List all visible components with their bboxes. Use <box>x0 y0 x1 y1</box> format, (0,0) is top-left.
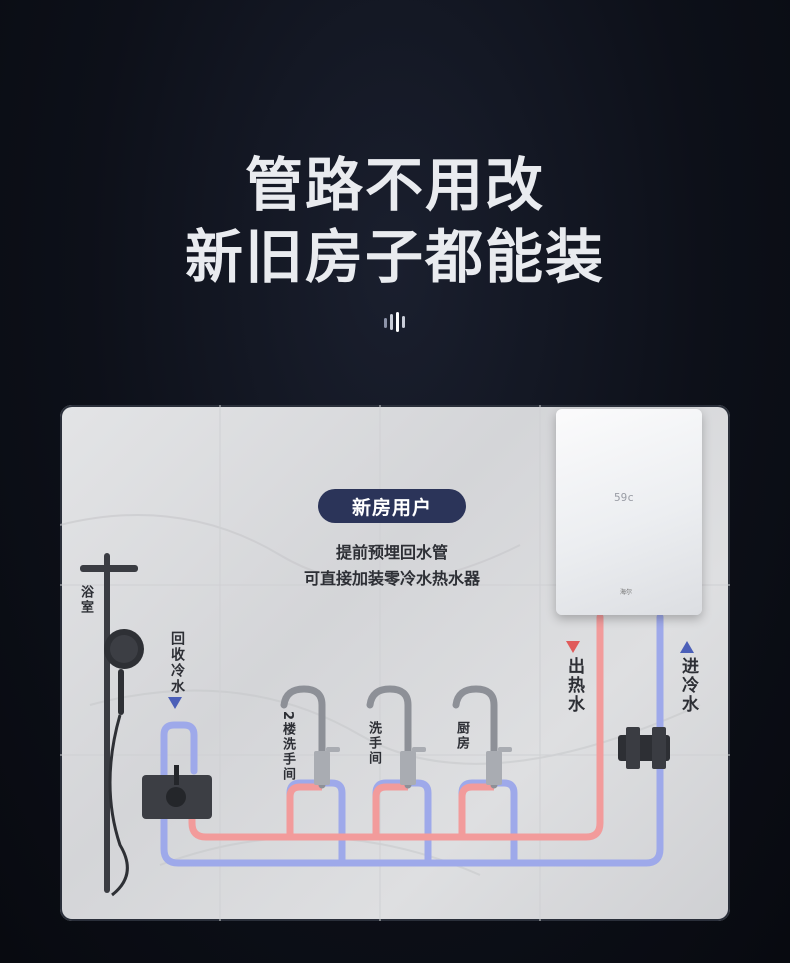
faucet-label-second-floor-washroom: 2楼洗手间 <box>280 711 295 783</box>
hot-water-out-label: 出热水 <box>564 657 584 714</box>
installation-diagram-panel: 59c 海尔 新房用户 提前预埋回水管 可直接加装零冷水热水器 浴室 回收冷水 … <box>60 405 730 921</box>
heater-brand-logo: 海尔 <box>620 589 633 596</box>
sound-wave-icon <box>384 312 405 332</box>
cold-water-in-label: 进冷水 <box>678 657 698 714</box>
description-line-2: 可直接加装零冷水热水器 <box>303 569 480 588</box>
headline-line-1: 管路不用改 <box>244 151 545 219</box>
water-heater: 59c 海尔 <box>556 409 702 615</box>
headline-line-2: 新旧房子都能装 <box>184 223 605 291</box>
faucet-label-kitchen: 厨房 <box>454 721 469 751</box>
faucet-label-washroom: 洗手间 <box>366 721 381 766</box>
new-home-badge: 新房用户 <box>318 489 466 523</box>
recycle-cold-water-label: 回收冷水 <box>169 631 185 695</box>
description-line-1: 提前预埋回水管 <box>335 543 448 562</box>
bathroom-label: 浴室 <box>78 585 93 615</box>
pipe-diagram <box>60 405 730 921</box>
heater-display: 59c <box>614 491 634 504</box>
